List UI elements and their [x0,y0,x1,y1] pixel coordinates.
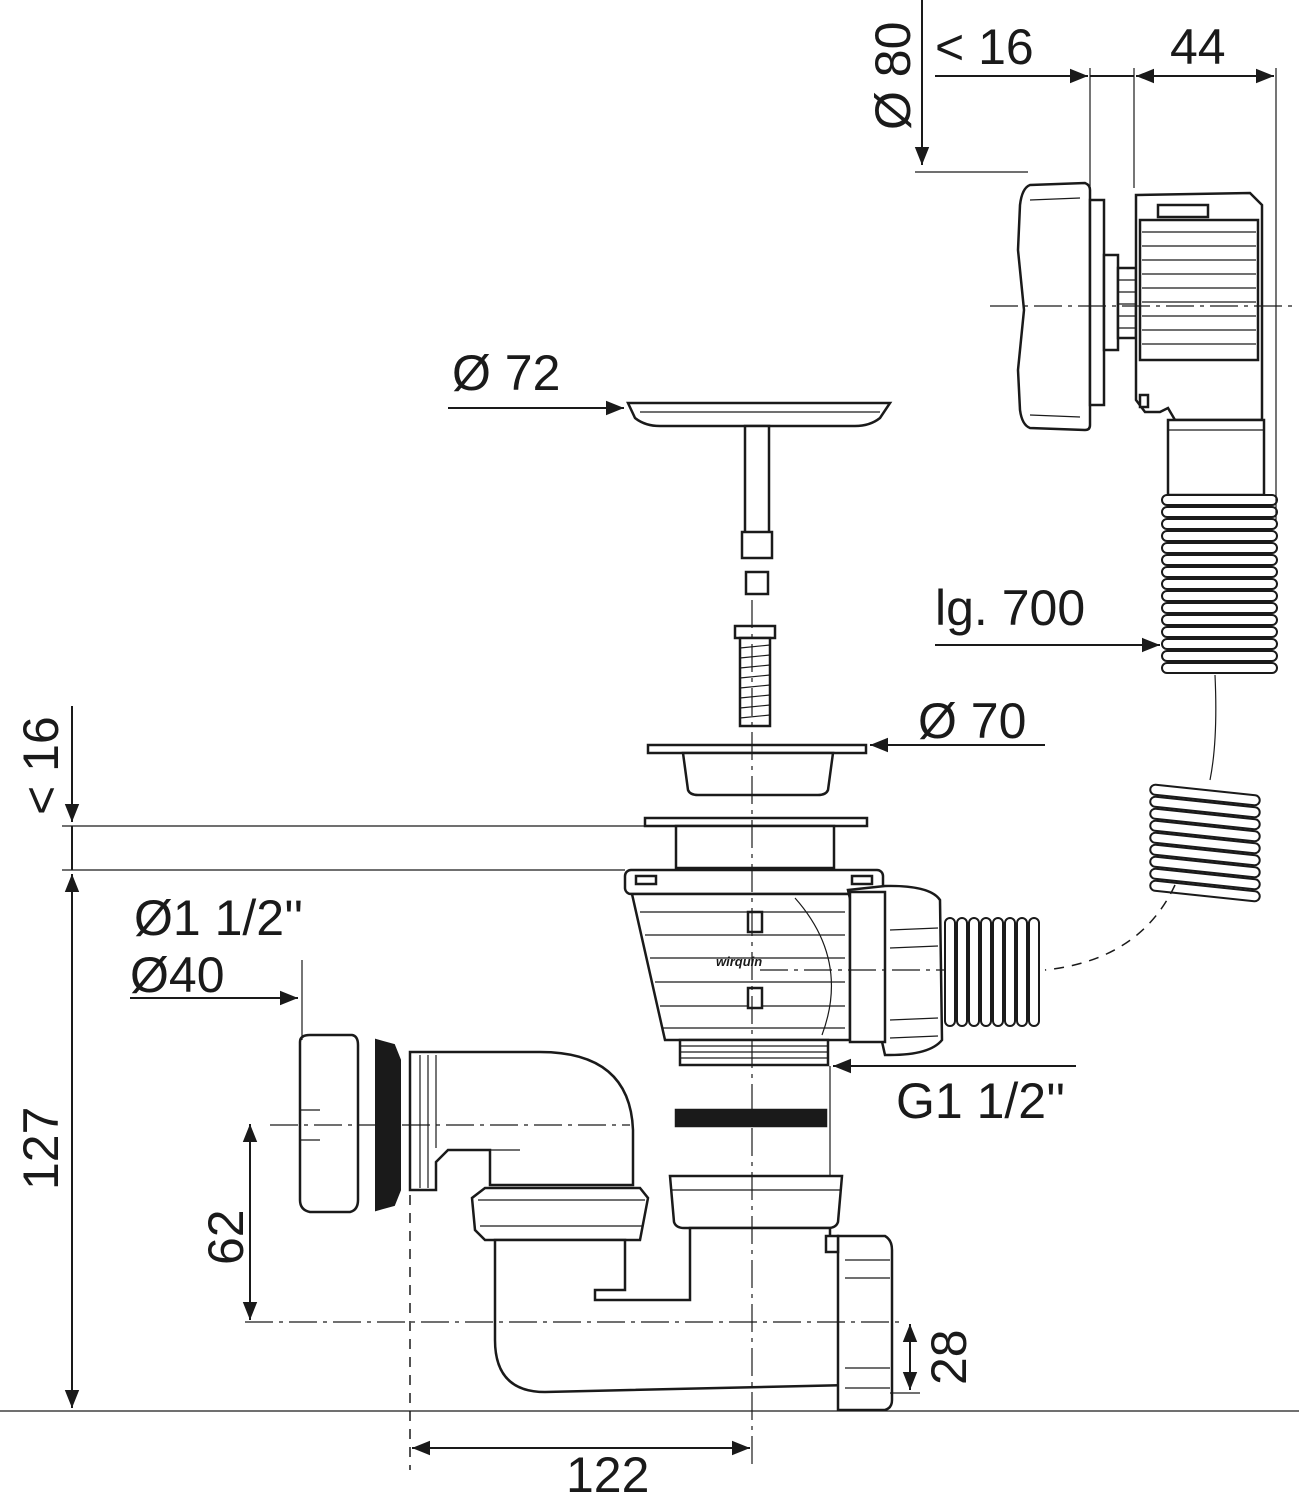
flexible-hose-segment [1149,783,1261,903]
dim-hose-length-700: lg. 700 [935,580,1085,636]
hose-path [1209,674,1217,781]
dim-width-44: 44 [1170,19,1226,75]
dim-height-62: 62 [198,1209,254,1265]
dim-diameter-80: Ø 80 [865,22,921,130]
dim-diameter-70: Ø 70 [918,693,1026,749]
gasket [674,1108,828,1128]
overflow-head [990,181,1295,497]
tail-connector [270,1033,630,1214]
dim-diameter-72: Ø 72 [452,345,560,401]
dim-height-127: 127 [13,1107,69,1190]
dim-less-than-16-left: < 16 [13,716,69,815]
dimension-lines [0,0,1299,1456]
strainer [643,743,869,870]
waste-body: wirquin [623,868,1000,1067]
brand-logo: wirquin [716,954,762,969]
trap [408,1050,894,1412]
dim-less-than-16-top: < 16 [935,19,1034,75]
side-corrugated-connector [944,917,1040,1027]
dim-diameter-40: Ø40 [130,947,225,1003]
dim-thread-g1-5: G1 1/2'' [896,1073,1065,1129]
dim-height-28: 28 [921,1329,977,1385]
plug-stopper [626,401,893,728]
hose-path-dashed [1044,884,1176,971]
flexible-hose [1161,494,1278,674]
dim-width-122: 122 [566,1447,649,1500]
dim-diameter-1-5-inch: Ø1 1/2'' [134,890,303,946]
